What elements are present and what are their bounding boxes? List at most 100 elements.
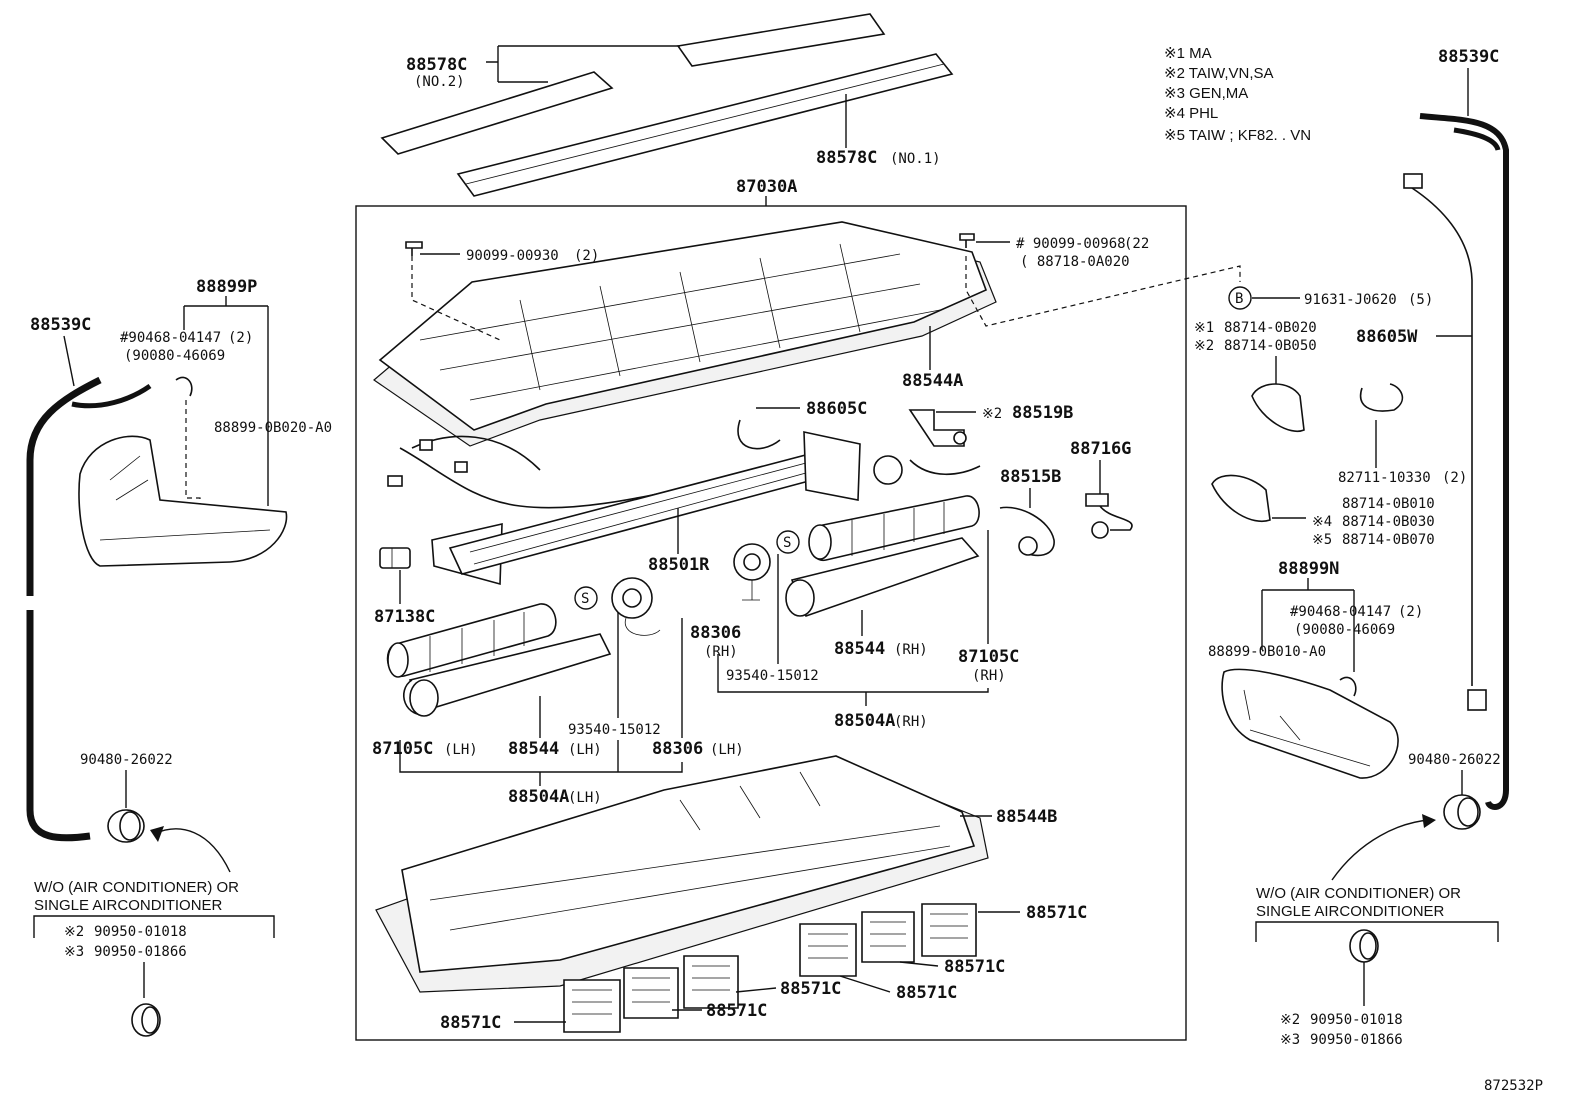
label-88578C-no2-sub: (NO.2) <box>414 74 465 90</box>
hose-88539C-left <box>26 376 152 842</box>
hose-88539C-right <box>1419 113 1509 810</box>
register-88899N <box>1221 668 1399 779</box>
screw-icon <box>959 233 975 248</box>
label-88716G: 88716G <box>1070 439 1131 459</box>
note-1: ※1 MA <box>1164 45 1212 62</box>
label-88544-lh: 88544 <box>508 739 559 759</box>
label-88571C-e: 88571C <box>706 1001 767 1021</box>
label-90468-04147-l-qty: (2) <box>228 330 253 346</box>
register-88571C-5 <box>623 967 679 1019</box>
note-2: ※2 TAIW,VN,SA <box>1164 65 1274 82</box>
label-b-mark: B <box>1235 291 1243 307</box>
connector-icon <box>419 439 433 451</box>
label-88544-rh-sub: (RH) <box>894 642 928 658</box>
label-88714-0B070: 88714-0B070 <box>1342 532 1435 548</box>
label-88501R: 88501R <box>648 555 710 575</box>
label-88714-0B020-mark: ※1 <box>1194 320 1214 336</box>
register-88899P <box>78 435 288 567</box>
label-88306-lh-sub: (LH) <box>710 742 744 758</box>
arrow-icon <box>153 828 231 873</box>
label-93540-15012-lh: 93540-15012 <box>568 722 661 738</box>
label-88571C-c: 88571C <box>896 983 957 1003</box>
label-88605W: 88605W <box>1356 327 1418 347</box>
clamp-82711-10330 <box>1359 383 1404 412</box>
grommet-90480-26022-right <box>1443 794 1481 830</box>
label-wo-left-2: SINGLE AIRCONDITIONER <box>34 897 223 914</box>
label-88504A-rh: 88504A <box>834 711 895 731</box>
label-wo-left-1: W/O (AIR CONDITIONER) OR <box>34 879 239 896</box>
blower-housing-88501R <box>431 431 903 586</box>
b-mark-icon <box>1228 286 1252 310</box>
label-88605C: 88605C <box>806 399 867 419</box>
note-4: ※4 PHL <box>1164 105 1218 122</box>
label-88519B: 88519B <box>1012 403 1073 423</box>
blower-fan-rh <box>808 495 980 561</box>
label-90950-01866-l: 90950-01866 <box>94 944 187 960</box>
bracket-88519B <box>908 409 981 475</box>
label-88578C-no1: 88578C <box>816 148 877 168</box>
arrow-icon <box>1331 819 1431 881</box>
label-88578C-no1-sub: (NO.1) <box>890 151 941 167</box>
label-90480-26022-r: 90480-26022 <box>1408 752 1501 768</box>
strip-88578C-no2 <box>380 13 886 155</box>
label-88539C-right: 88539C <box>1438 47 1499 67</box>
clip-icon <box>175 376 193 397</box>
label-88544-rh: 88544 <box>834 639 885 659</box>
blower-fan-lh <box>386 603 557 678</box>
label-88578C-no2: 88578C <box>406 55 467 75</box>
harness-88605W <box>1403 173 1487 711</box>
grommet-90480-26022-left <box>107 809 145 843</box>
motor-88306-lh <box>611 577 661 636</box>
label-88515B: 88515B <box>1000 467 1061 487</box>
label-88544B: 88544B <box>996 807 1057 827</box>
register-88571C-2 <box>861 911 915 963</box>
register-88571C-6 <box>563 979 621 1033</box>
label-90468-04147-r: #90468-04147 <box>1290 604 1391 620</box>
seal-88714-0B010 <box>1211 474 1271 523</box>
label-87030A: 87030A <box>736 177 797 197</box>
label-88306-rh-sub: (RH) <box>704 644 738 660</box>
strip-88578C-no1 <box>456 53 954 197</box>
frame-87030A <box>355 205 1187 1041</box>
label-88714-0B030-mark: ※4 <box>1312 514 1332 530</box>
s-mark-icon <box>776 530 800 554</box>
label-s-mark-1: S <box>581 591 589 607</box>
label-88519B-mark: ※2 <box>982 406 1002 422</box>
label-90080-46069-r: (90080-46069 <box>1294 622 1395 638</box>
label-wo-right-2: SINGLE AIRCONDITIONER <box>1256 903 1445 920</box>
duct-88544A <box>373 221 997 447</box>
label-88504A-lh: 88504A <box>508 787 569 807</box>
label-88544-lh-sub: (LH) <box>568 742 602 758</box>
connector-88515B <box>999 506 1055 557</box>
blower-case-lh <box>402 633 612 717</box>
duct-88544B <box>375 755 989 993</box>
note-5: ※5 TAIW ; KF82. . VN <box>1164 127 1311 144</box>
diagram-id: 872532P <box>1484 1078 1543 1094</box>
label-90080-46069-l: (90080-46069 <box>124 348 225 364</box>
label-90099-00930-qty: (2) <box>574 248 599 264</box>
label-91631-J0620-qty: (5) <box>1408 292 1433 308</box>
label-90950-01018-l-mark: ※2 <box>64 924 84 940</box>
label-90950-01866-l-mark: ※3 <box>64 944 84 960</box>
label-88571C-d: 88571C <box>780 979 841 999</box>
label-88714-0B070-mark: ※5 <box>1312 532 1332 548</box>
label-87105C-lh: 87105C <box>372 739 433 759</box>
label-90468-04147-l: #90468-04147 <box>120 330 221 346</box>
label-88504A-rh-sub: (RH) <box>894 714 928 730</box>
label-88899-0B010: 88899-0B010-A0 <box>1208 644 1326 660</box>
note-3: ※3 GEN,MA <box>1164 85 1248 102</box>
clip-icon <box>1339 676 1357 697</box>
label-87105C-lh-sub: (LH) <box>444 742 478 758</box>
label-90099-00968: # 90099-00968 <box>1016 236 1126 252</box>
label-88504A-lh-sub: (LH) <box>568 790 602 806</box>
label-88899N: 88899N <box>1278 559 1339 579</box>
label-88899P: 88899P <box>196 277 257 297</box>
label-88544A: 88544A <box>902 371 963 391</box>
label-88714-0B050: 88714-0B050 <box>1224 338 1317 354</box>
label-82711-10330: 82711-10330 <box>1338 470 1431 486</box>
label-87105C-rh: 87105C <box>958 647 1019 667</box>
label-88899-0B020: 88899-0B020-A0 <box>214 420 332 436</box>
label-90099-00968-qty: (22 <box>1124 236 1149 252</box>
label-87138C: 87138C <box>374 607 435 627</box>
label-88714-0B030: 88714-0B030 <box>1342 514 1435 530</box>
